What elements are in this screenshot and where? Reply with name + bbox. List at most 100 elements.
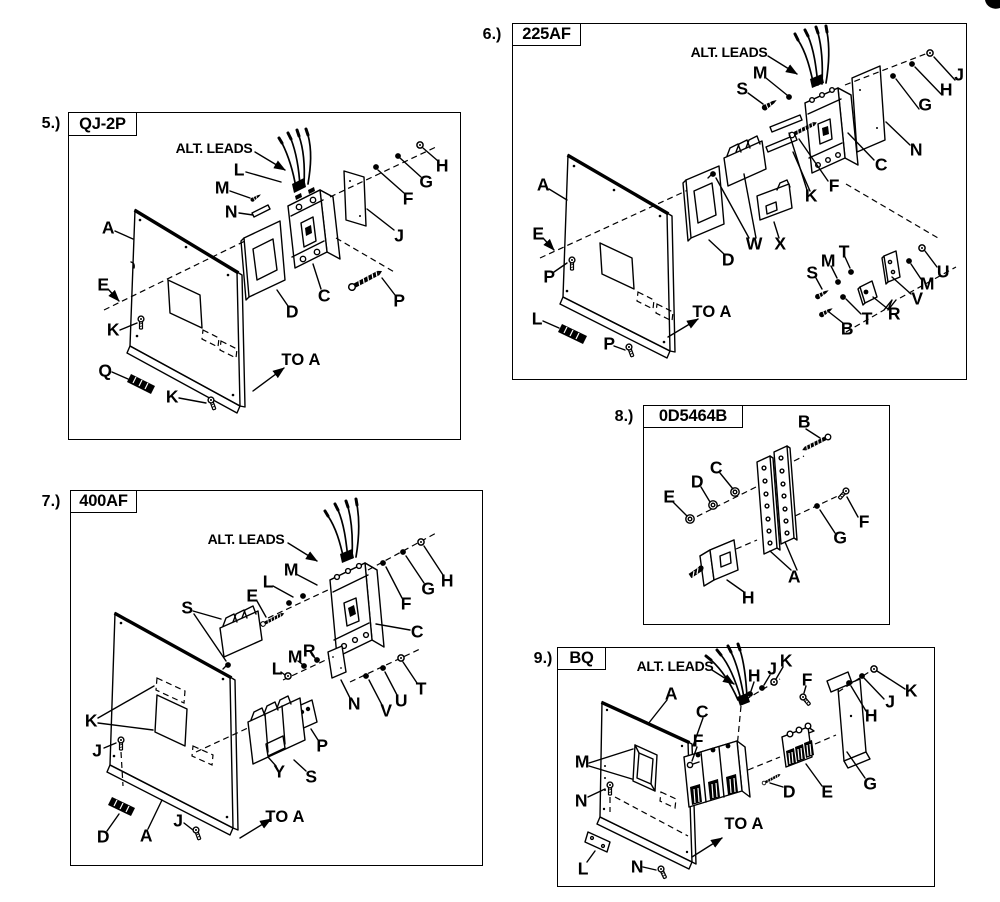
callout-s: S bbox=[736, 78, 748, 99]
callout-h: H bbox=[435, 155, 449, 176]
callout-l: L bbox=[233, 159, 245, 180]
callout-d: D bbox=[690, 471, 704, 492]
cover-frame-art bbox=[682, 165, 725, 242]
callout-j: J bbox=[173, 810, 183, 831]
callout-k: K bbox=[904, 680, 918, 701]
callout-l: L bbox=[271, 658, 283, 679]
callout-h: H bbox=[939, 79, 953, 100]
nameplate-art bbox=[108, 797, 135, 816]
lower-arc-chute-art bbox=[247, 695, 306, 765]
barrier-strips-art bbox=[765, 114, 803, 153]
panel-9-code-tag: BQ bbox=[557, 647, 606, 670]
callout-m: M bbox=[214, 177, 230, 198]
callout-c: C bbox=[709, 457, 723, 478]
callout-e: E bbox=[532, 223, 544, 244]
panel-9-art bbox=[584, 642, 906, 880]
callout-t: T bbox=[861, 308, 873, 329]
callout-c: C bbox=[695, 701, 709, 722]
callout-n: N bbox=[224, 201, 238, 222]
callout-f: F bbox=[858, 511, 870, 532]
callout-d: D bbox=[721, 249, 735, 270]
callout-m: M bbox=[820, 250, 836, 271]
small-plate-art bbox=[327, 645, 347, 679]
leader-lines bbox=[97, 542, 444, 839]
callout-v: V bbox=[911, 288, 923, 309]
callout-h: H bbox=[864, 705, 878, 726]
panel-7-frame bbox=[70, 490, 483, 866]
callout-p: P bbox=[543, 266, 555, 287]
callout-alt-leads: ALT. LEADS bbox=[690, 44, 768, 60]
callout-j: J bbox=[394, 225, 404, 246]
callout-n: N bbox=[630, 856, 644, 877]
callout-g: G bbox=[863, 773, 877, 794]
callout-e: E bbox=[821, 781, 833, 802]
callout-e: E bbox=[97, 274, 109, 295]
panel-7-art bbox=[97, 497, 444, 842]
callout-u: U bbox=[394, 690, 408, 711]
page-corner-mark bbox=[985, 0, 1000, 9]
callout-k: K bbox=[779, 650, 793, 671]
callout-j: J bbox=[92, 740, 102, 761]
callout-l: L bbox=[577, 858, 589, 879]
callout-c: C bbox=[317, 285, 331, 306]
callout-d: D bbox=[96, 826, 110, 847]
callout-f: F bbox=[402, 188, 414, 209]
callout-f: F bbox=[692, 730, 704, 751]
callout-a: A bbox=[664, 683, 678, 704]
callout-n: N bbox=[347, 693, 361, 714]
callout-m: M bbox=[287, 646, 303, 667]
callout-j: J bbox=[767, 658, 777, 679]
callout-a: A bbox=[536, 174, 550, 195]
callout-b: B bbox=[797, 411, 811, 432]
callout-p: P bbox=[316, 735, 328, 756]
callout-h: H bbox=[440, 570, 454, 591]
callout-g: G bbox=[918, 94, 932, 115]
mounting-panel-art bbox=[103, 208, 248, 414]
callout-k: K bbox=[165, 386, 179, 407]
panel-5-art bbox=[103, 127, 439, 414]
callout-j: J bbox=[954, 64, 964, 85]
callout-to-a: TO A bbox=[724, 814, 764, 833]
panel-6-frame bbox=[512, 23, 967, 380]
callout-a: A bbox=[139, 825, 153, 846]
callout-j: J bbox=[885, 691, 895, 712]
back-plate-art bbox=[851, 65, 886, 153]
cover-frame-art bbox=[240, 220, 286, 301]
panel-5-frame bbox=[68, 112, 461, 440]
panel-7-number: 7.) bbox=[41, 493, 61, 510]
lug-block-art bbox=[688, 539, 758, 587]
callout-s: S bbox=[305, 766, 317, 787]
leader-lines bbox=[542, 55, 956, 351]
callout-a: A bbox=[101, 217, 115, 238]
callout-e: E bbox=[663, 486, 675, 507]
callout-d: D bbox=[285, 301, 299, 322]
callout-k: K bbox=[84, 710, 98, 731]
callout-alt-leads: ALT. LEADS bbox=[175, 140, 253, 156]
alt-leads-wires-art bbox=[277, 127, 312, 193]
callout-g: G bbox=[421, 578, 435, 599]
callout-m: M bbox=[752, 62, 768, 83]
callout-c: C bbox=[410, 621, 424, 642]
callout-d: D bbox=[782, 781, 796, 802]
callout-c: C bbox=[874, 154, 888, 175]
panel-9-number: 9.) bbox=[533, 650, 553, 667]
callout-f: F bbox=[828, 175, 840, 196]
callout-r: R bbox=[887, 303, 901, 324]
callout-to-a: TO A bbox=[281, 350, 321, 369]
screw-art bbox=[686, 761, 700, 769]
callout-a: A bbox=[787, 566, 801, 587]
callout-n: N bbox=[909, 139, 923, 160]
hardware-cluster-art bbox=[813, 183, 957, 333]
breaker-art bbox=[804, 86, 859, 174]
panel-5-code-tag: QJ-2P bbox=[68, 112, 137, 136]
callout-m: M bbox=[919, 273, 935, 294]
leader-lines bbox=[107, 147, 439, 404]
terminal-block-art bbox=[781, 722, 815, 768]
callout-r: R bbox=[302, 640, 316, 661]
callout-f: F bbox=[400, 593, 412, 614]
panel-6-art bbox=[539, 24, 957, 359]
callout-y: Y bbox=[273, 761, 285, 782]
mounting-panel-art bbox=[539, 153, 689, 359]
alt-leads-wires-art bbox=[793, 24, 830, 88]
